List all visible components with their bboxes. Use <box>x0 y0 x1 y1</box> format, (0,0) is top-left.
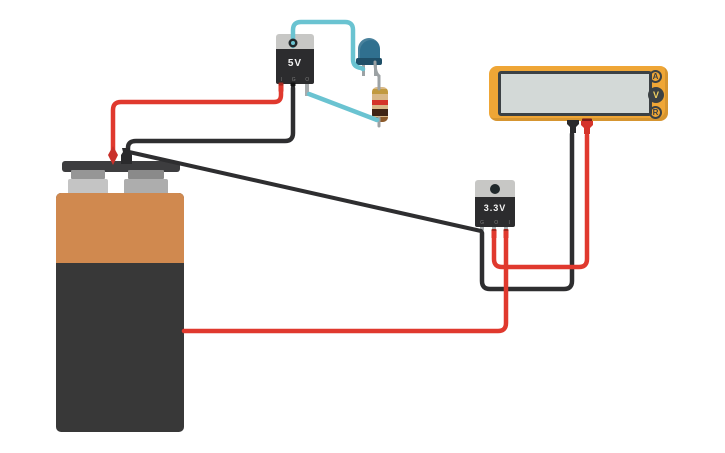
wire-red-battery-to-3v3-input[interactable] <box>181 233 509 334</box>
battery-positive-connector[interactable] <box>108 146 118 165</box>
led-collar <box>356 58 382 65</box>
battery-negative-connector[interactable] <box>121 148 132 164</box>
battery-band <box>56 193 184 263</box>
battery-terminal-positive[interactable] <box>68 170 108 193</box>
wire-red-3v3-output-to-multimeter[interactable] <box>491 132 590 270</box>
multimeter-button-ohms[interactable]: R <box>649 106 662 119</box>
battery-terminal-negative[interactable] <box>124 170 168 193</box>
red-wire-end-5v <box>278 85 284 92</box>
multimeter-black-probe[interactable] <box>567 120 579 133</box>
led-to-resistor-lead <box>373 60 381 91</box>
wire-cyan-5v-output-to-resistor[interactable] <box>306 91 380 123</box>
wire-cyan-5v-tab-to-led[interactable] <box>290 19 366 72</box>
wire-black-battery-to-3v3-ground[interactable] <box>127 150 483 233</box>
cyan-wire-end-in-hole <box>291 41 295 45</box>
multimeter-button-volts[interactable]: V <box>648 87 664 103</box>
red-wire-end-3v3-output <box>491 231 497 238</box>
resistor-band-3 <box>372 109 388 116</box>
wire-red-battery-to-5v-input[interactable] <box>110 86 284 160</box>
regulator-3v3-label: 3.3V <box>483 203 507 213</box>
multimeter-red-probe[interactable] <box>581 121 593 134</box>
battery-cap <box>62 161 180 172</box>
regulator-5v-label: 5V <box>287 58 303 69</box>
black-wire-tip-5v <box>290 82 296 87</box>
regulator-5v-pin-output[interactable] <box>305 84 309 96</box>
wire-black-5v-ground-to-battery[interactable] <box>125 85 296 157</box>
multimeter-button-amps[interactable]: A <box>649 70 662 83</box>
led[interactable] <box>358 38 380 62</box>
resistor-band-2 <box>372 100 388 105</box>
wire-black-3v3-to-multimeter[interactable] <box>479 131 575 292</box>
red-wire-end-3v3-input <box>503 231 509 238</box>
multimeter[interactable]: A V R <box>489 66 668 121</box>
battery-9v[interactable]: 9V <box>56 193 184 432</box>
regulator-3v3-mount-hole <box>490 184 500 194</box>
multimeter-display <box>498 71 652 116</box>
resistor-band-1 <box>372 89 388 94</box>
